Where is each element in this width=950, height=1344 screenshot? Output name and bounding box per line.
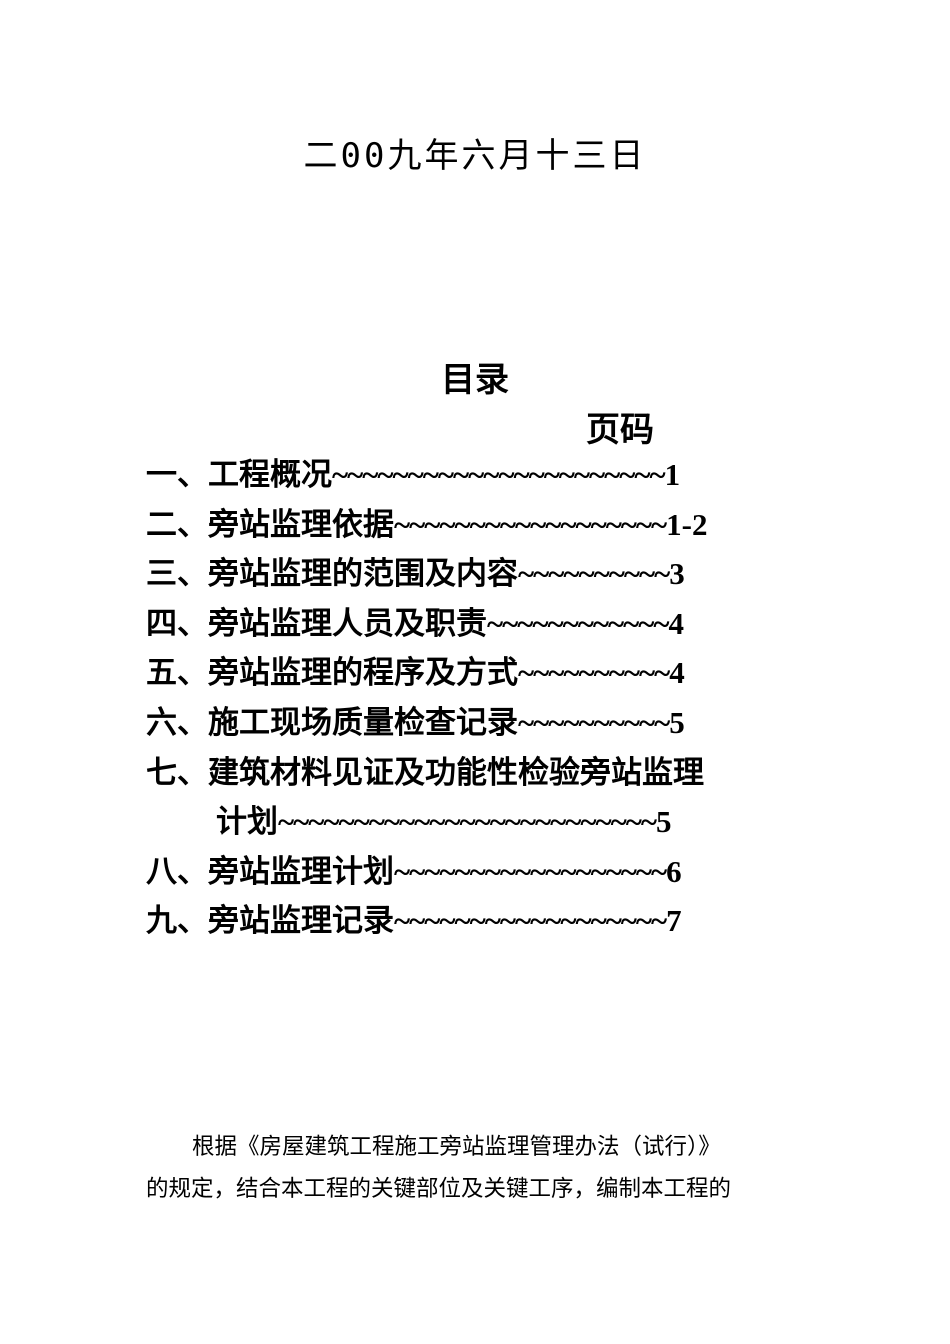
toc-entry-page: 4 xyxy=(668,605,684,641)
toc-page-column-label: 页码 xyxy=(586,410,654,450)
toc-entry-label: 四、旁站监理人员及职责 xyxy=(146,605,487,642)
toc-entry-leader: ~~~~~~~~~~~~~~~~~~ xyxy=(394,506,667,542)
toc-entry-leader: ~~~~~~~~~~ xyxy=(518,556,670,592)
toc-entry-label: 二、旁站监理依据 xyxy=(146,506,394,543)
toc-entry-page: 5 xyxy=(669,704,685,740)
toc-entry[interactable]: 九、旁站监理记录~~~~~~~~~~~~~~~~~~7 xyxy=(146,896,826,946)
toc-entry-leader: ~~~~~~~~~~ xyxy=(518,704,670,740)
toc-entry-leader: ~~~~~~~~~~ xyxy=(518,655,670,691)
toc-entry-continuation[interactable]: 计划~~~~~~~~~~~~~~~~~~~~~~~~~5 xyxy=(146,797,826,847)
toc-entry-label: 三、旁站监理的范围及内容 xyxy=(146,556,518,593)
paragraph-line: 根据《房屋建筑工程施工旁站监理管理办法（试行）》 xyxy=(192,1134,721,1160)
body-paragraph: 根据《房屋建筑工程施工旁站监理管理办法（试行）》 的规定，结合本工程的关键部位及… xyxy=(146,1126,826,1210)
toc-entry-label: 九、旁站监理记录 xyxy=(146,903,394,940)
table-of-contents: 一、工程概况~~~~~~~~~~~~~~~~~~~~~~1 二、旁站监理依据~~… xyxy=(146,450,826,946)
toc-entry-page: 1 xyxy=(664,457,681,492)
toc-entry-leader: ~~~~~~~~~~~~~~~~~~~~~~ xyxy=(332,457,666,492)
toc-entry[interactable]: 八、旁站监理计划~~~~~~~~~~~~~~~~~~6 xyxy=(146,847,826,897)
toc-entry-page: 3 xyxy=(669,556,685,592)
toc-entry-page: 1-2 xyxy=(666,506,708,542)
toc-entry-page: 7 xyxy=(666,903,682,939)
toc-entry[interactable]: 二、旁站监理依据~~~~~~~~~~~~~~~~~~1-2 xyxy=(146,500,826,550)
toc-entry[interactable]: 五、旁站监理的程序及方式~~~~~~~~~~4 xyxy=(146,648,826,698)
toc-entry-page: 6 xyxy=(666,853,682,889)
toc-entry[interactable]: 四、旁站监理人员及职责~~~~~~~~~~~~4 xyxy=(146,599,826,649)
toc-entry[interactable]: 七、建筑材料见证及功能性检验旁站监理 xyxy=(146,748,826,798)
toc-entry-label: 一、工程概况 xyxy=(146,457,332,493)
toc-entry-page: 5 xyxy=(656,804,672,840)
paragraph-line: 的规定，结合本工程的关键部位及关键工序，编制本工程的 xyxy=(146,1176,732,1202)
toc-entry-leader: ~~~~~~~~~~~~ xyxy=(487,605,669,641)
toc-entry[interactable]: 六、施工现场质量检查记录~~~~~~~~~~5 xyxy=(146,698,826,748)
toc-title: 目录 xyxy=(441,360,509,400)
toc-entry[interactable]: 一、工程概况~~~~~~~~~~~~~~~~~~~~~~1 xyxy=(146,450,826,500)
toc-entry-leader: ~~~~~~~~~~~~~~~~~~~~~~~~~ xyxy=(278,804,657,840)
toc-entry-label: 八、旁站监理计划 xyxy=(146,853,394,890)
toc-entry-page: 4 xyxy=(669,655,685,691)
toc-entry-leader: ~~~~~~~~~~~~~~~~~~ xyxy=(394,853,667,889)
toc-entry-label: 计划 xyxy=(216,804,278,841)
document-date: 二00九年六月十三日 xyxy=(303,136,647,176)
toc-entry-label: 五、旁站监理的程序及方式 xyxy=(146,655,518,692)
toc-entry-label: 七、建筑材料见证及功能性检验旁站监理 xyxy=(146,754,704,791)
toc-entry-label: 六、施工现场质量检查记录 xyxy=(146,704,518,741)
toc-entry-leader: ~~~~~~~~~~~~~~~~~~ xyxy=(394,903,667,939)
toc-entry[interactable]: 三、旁站监理的范围及内容~~~~~~~~~~3 xyxy=(146,549,826,599)
